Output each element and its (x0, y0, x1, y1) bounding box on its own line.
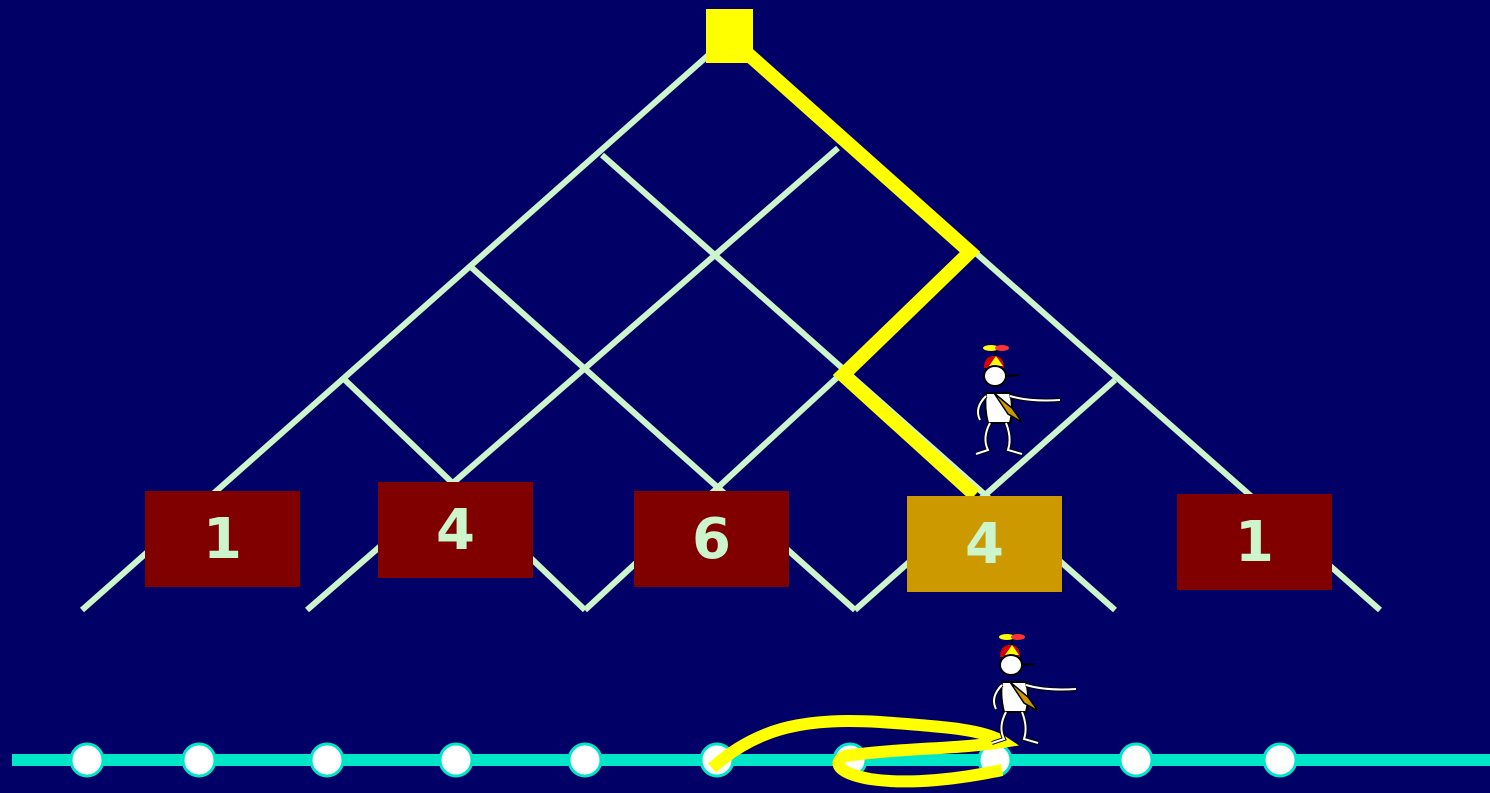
count-label: 4 (965, 512, 1004, 577)
count-box: 4 (378, 482, 533, 578)
count-label: 4 (436, 498, 475, 563)
start-node (706, 9, 753, 63)
highlighted-path (730, 38, 975, 495)
number-line-dot (183, 744, 215, 776)
count-box: 1 (1177, 494, 1332, 590)
count-label: 1 (1235, 510, 1274, 575)
count-box: 1 (145, 491, 300, 587)
number-line-dot (1120, 744, 1152, 776)
number-line-dot (71, 744, 103, 776)
count-label: 1 (203, 507, 242, 572)
number-line-dot (440, 744, 472, 776)
count-box-highlighted: 4 (907, 496, 1062, 592)
number-line-dot (1264, 744, 1296, 776)
count-box: 6 (634, 491, 789, 587)
count-label: 6 (692, 507, 731, 572)
walk-trail (712, 721, 1003, 781)
walker-icon (992, 634, 1076, 743)
number-line-dot (311, 744, 343, 776)
number-line-dot (569, 744, 601, 776)
